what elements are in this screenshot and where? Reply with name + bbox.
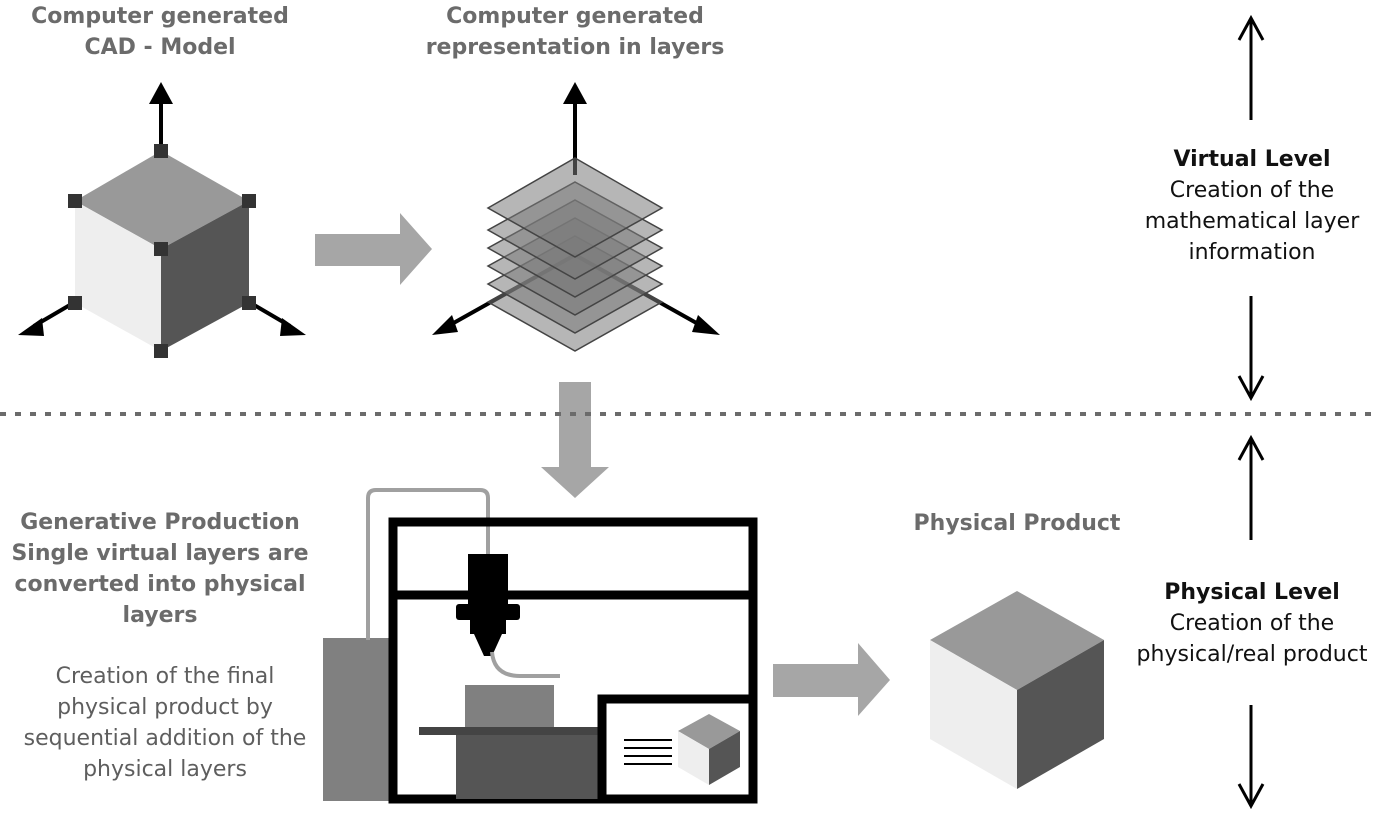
cad-title: Computer generated CAD - Model xyxy=(31,4,289,60)
x-axis-arrowhead xyxy=(18,318,44,336)
generative-production-title: Generative Production Single virtual lay… xyxy=(11,510,309,628)
cube-left-face xyxy=(75,201,161,351)
arrow-right-1 xyxy=(315,213,432,285)
control-panel-lines xyxy=(624,739,672,765)
virtual-level-heading: Virtual Level xyxy=(1173,147,1331,172)
virtual-level-block: Virtual Level Creation of the mathematic… xyxy=(1130,144,1374,268)
generative-production-desc: Creation of the final physical product b… xyxy=(23,664,307,782)
y-axis-arrowhead xyxy=(280,318,306,336)
3d-printer xyxy=(323,488,758,804)
right-level-arrows xyxy=(1237,14,1265,810)
physical-product-label: Physical Product xyxy=(913,511,1121,536)
physical-product-cube xyxy=(930,591,1104,789)
platform-base xyxy=(456,735,602,799)
printed-part xyxy=(465,685,554,729)
build-platform xyxy=(419,727,602,735)
physical-level-block: Physical Level Creation of the physical/… xyxy=(1130,577,1374,670)
cube-right-face xyxy=(161,201,249,351)
material-reservoir xyxy=(323,638,389,801)
cad-model-cube xyxy=(18,82,306,358)
physical-level-heading: Physical Level xyxy=(1164,580,1340,605)
arrow-right-2 xyxy=(773,643,890,716)
cube-top-face xyxy=(75,151,249,249)
layers-title: Computer generated representation in lay… xyxy=(425,4,725,60)
print-nozzle xyxy=(474,634,502,656)
feed-tube xyxy=(366,488,490,640)
z-axis-arrowhead xyxy=(149,82,173,104)
layer-sheets xyxy=(486,157,664,352)
cube-vertex-handles xyxy=(68,144,256,358)
arrow-down xyxy=(541,382,609,498)
layer-stack xyxy=(432,82,720,352)
